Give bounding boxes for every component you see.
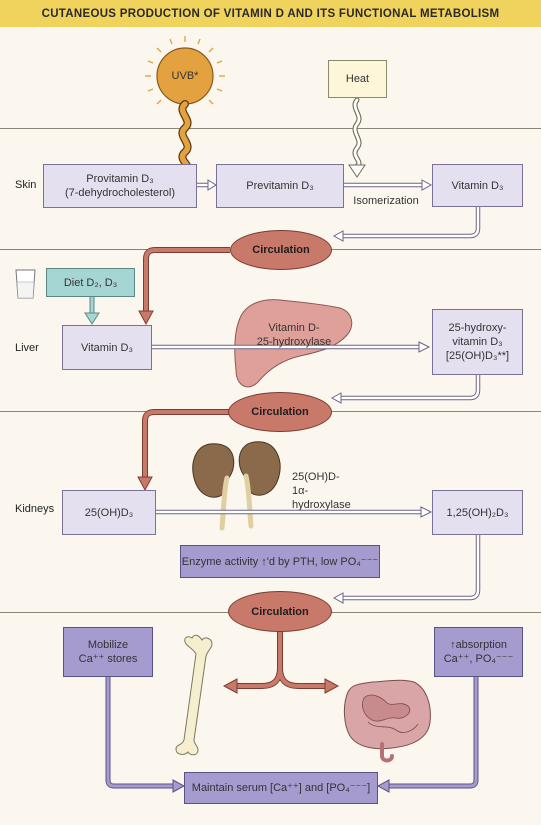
diet-label: Diet D₂, D₃ [63,276,118,289]
gut-to-serum-arrow [376,676,479,793]
kidney-enzyme-line1: 25(OH)D- [292,471,340,483]
provitamin-box: Provitamin D₃ (7-dehydrocholesterol) [43,164,197,208]
liver-enzyme-line2: 25-hydroxylase [256,336,332,348]
absorption-line1: ↑absorption [450,639,507,651]
calcidiol-line2: vitamin D₃ [452,336,503,348]
previtamin-label: Previtamin D₃ [246,180,314,192]
absorption-line2: Ca⁺⁺, PO₄⁻⁻⁻ [443,653,514,665]
calcidiol-line3: [25(OH)D₃**] [445,350,510,362]
calcitriol-label: 1,25(OH)₂D₃ [446,506,509,519]
circulation-label-3: Circulation [251,605,309,618]
liver-enzyme-line1: Vitamin D- [268,322,320,334]
maintain-serum-box: Maintain serum [Ca⁺⁺] and [PO₄⁻⁻⁻] [184,772,378,804]
divider-skin-top [0,128,541,129]
liver-arrow [152,341,431,353]
circulation-to-kidneys-arrow [137,409,230,492]
liver-to-circulation-arrow [330,375,481,404]
page-title: CUTANEOUS PRODUCTION OF VITAMIN D AND IT… [41,7,500,20]
heat-label: Heat [345,73,370,85]
row-label-liver: Liver [15,342,39,354]
circulation-oval-3: Circulation [228,591,332,632]
heat-box: Heat [328,60,387,98]
mobilize-box: Mobilize Ca⁺⁺ stores [63,627,153,677]
circulation-oval-1: Circulation [230,230,332,270]
calcitriol-box: 1,25(OH)₂D₃ [432,490,523,535]
enzyme-regulation-label: Enzyme activity ↑'d by PTH, low PO₄⁻⁻⁻ [181,555,379,568]
previtamin-box: Previtamin D₃ [216,164,344,208]
circulation-label-1: Circulation [252,244,310,256]
uvb-label: UVB* [171,70,199,82]
row-label-kidneys: Kidneys [15,503,55,515]
enzyme-regulation-box: Enzyme activity ↑'d by PTH, low PO₄⁻⁻⁻ [180,545,380,578]
absorption-box: ↑absorption Ca⁺⁺, PO₄⁻⁻⁻ [434,627,523,677]
mobilize-line2: Ca⁺⁺ stores [78,653,138,665]
kidneys-icon [192,441,281,531]
skin-to-circulation-arrow [332,207,481,242]
isomerization-label: Isomerization [353,195,419,207]
provitamin-line2: (7-dehydrocholesterol) [64,187,176,199]
bone-to-serum-arrow [105,676,186,793]
calcidiol-box: 25-hydroxy- vitamin D₃ [25(OH)D₃**] [432,309,523,375]
calcidiol-line1: 25-hydroxy- [448,322,507,334]
kidneys-to-circulation-arrow [332,535,481,604]
bone-icon [175,634,213,756]
provitamin-line1: Provitamin D₃ [86,173,154,185]
heat-wave-arrow [348,97,366,178]
calcidiol-kidney-label: 25(OH)D₃ [84,506,134,519]
diet-arrow [84,297,100,325]
liver-enzyme-label: Vitamin D- 25-hydroxylase [246,321,342,349]
row-label-skin: Skin [15,179,37,191]
kidney-arrow [156,506,433,518]
skin-arrows [197,179,433,191]
circulation-label-2: Circulation [251,406,309,418]
circulation-branch-arrows [222,630,340,694]
maintain-serum-label: Maintain serum [Ca⁺⁺] and [PO₄⁻⁻⁻] [191,782,371,794]
vitamin-d3-skin-box: Vitamin D₃ [432,164,523,207]
kidney-enzyme-line2: 1α-hydroxylase [292,485,351,511]
vitamin-d3-skin-label: Vitamin D₃ [451,179,504,192]
vitamin-d3-liver-box: Vitamin D₃ [62,325,152,370]
calcidiol-kidney-box: 25(OH)D₃ [62,490,156,535]
vitamin-d3-liver-label: Vitamin D₃ [81,341,133,354]
milk-glass-icon [15,269,36,299]
header-bar: CUTANEOUS PRODUCTION OF VITAMIN D AND IT… [0,0,541,27]
diet-box: Diet D₂, D₃ [46,268,135,297]
circulation-to-liver-arrow [138,247,230,326]
circulation-oval-2: Circulation [228,392,332,432]
intestines-icon [343,679,431,763]
mobilize-line1: Mobilize [87,639,129,651]
kidney-enzyme-label: 25(OH)D- 1α-hydroxylase [292,470,362,512]
